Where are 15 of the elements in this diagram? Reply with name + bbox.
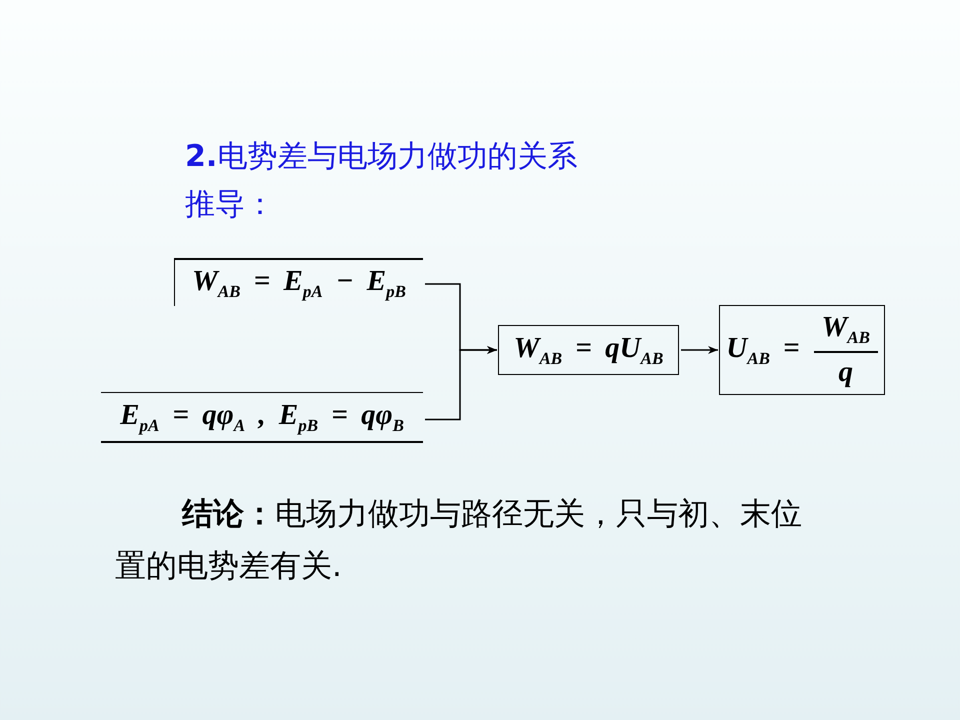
fraction-numerator: W$_{AB}$ xyxy=(821,311,870,348)
fraction-denominator: q xyxy=(838,356,853,389)
formula-text: W$_{AB}$ = qU$_{AB}$ xyxy=(514,332,664,368)
arrow xyxy=(681,346,718,354)
formula-box xyxy=(719,305,885,395)
formula-box xyxy=(174,258,423,306)
formula-text: W$_{AB}$ = E$_{pA}$ − E$_{pB}$ xyxy=(192,264,406,302)
formula-text: E$_{pA}$ = qφ$_{A}$ , E$_{pB}$ = qφ$_{B}$ xyxy=(120,398,404,436)
arrow xyxy=(425,346,497,420)
slide-title: 2.电势差与电场力做功的关系 xyxy=(185,138,578,176)
conclusion-text: 结论：电场力做功与路径无关，只与初、末位置的电势差有关. xyxy=(115,495,803,586)
formula-text: U$_{AB}$ = xyxy=(726,332,800,368)
section-heading: 推导： xyxy=(185,186,275,224)
formula-box xyxy=(498,325,679,375)
formula-box xyxy=(101,392,423,443)
